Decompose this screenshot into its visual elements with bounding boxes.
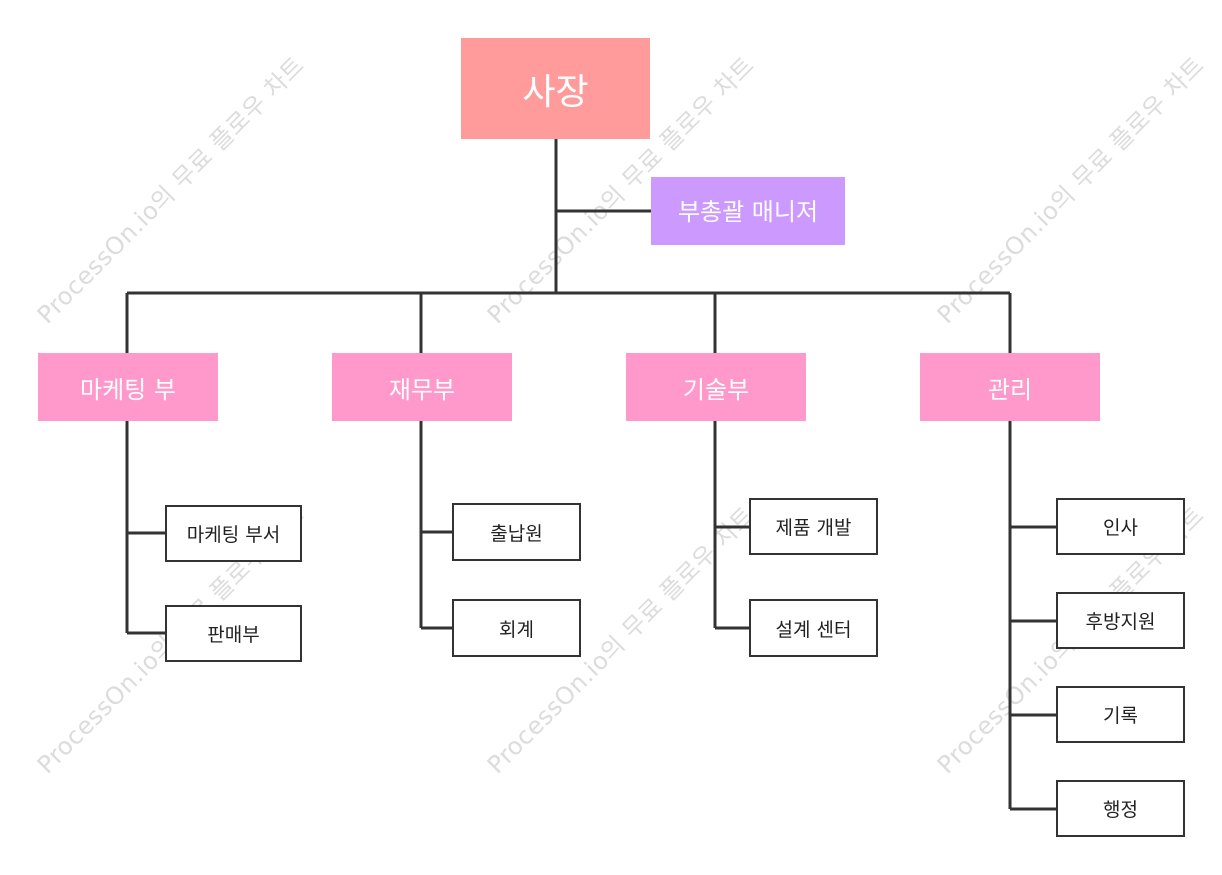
sub-cashier-node[interactable]: 출납원 bbox=[452, 503, 581, 561]
dept-finance-node[interactable]: 재무부 bbox=[332, 353, 512, 421]
dept-tech-node[interactable]: 기술부 bbox=[626, 353, 806, 421]
sub-design-center-node[interactable]: 설계 센터 bbox=[749, 599, 878, 657]
deputy-node[interactable]: 부총괄 매니저 bbox=[651, 177, 845, 245]
ceo-node[interactable]: 사장 bbox=[461, 38, 650, 139]
sub-product-dev-node[interactable]: 제품 개발 bbox=[749, 498, 878, 555]
sub-logistics-node[interactable]: 후방지원 bbox=[1056, 592, 1185, 649]
sub-marketing-dept-node[interactable]: 마케팅 부서 bbox=[165, 505, 302, 562]
sub-administration-node[interactable]: 행정 bbox=[1056, 780, 1185, 837]
sub-sales-node[interactable]: 판매부 bbox=[165, 605, 302, 662]
sub-records-node[interactable]: 기록 bbox=[1056, 686, 1185, 743]
dept-admin-node[interactable]: 관리 bbox=[920, 353, 1100, 421]
sub-accounting-node[interactable]: 회계 bbox=[452, 599, 581, 657]
dept-marketing-node[interactable]: 마케팅 부 bbox=[38, 353, 218, 421]
deputy-label: 부총괄 매니저 bbox=[677, 198, 819, 226]
sub-hr-node[interactable]: 인사 bbox=[1056, 498, 1185, 555]
